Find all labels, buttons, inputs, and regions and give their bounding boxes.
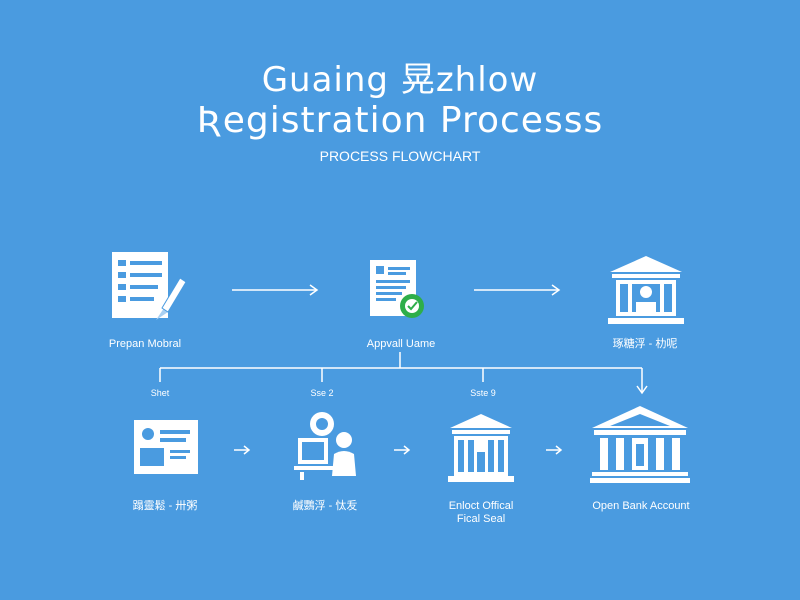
- bank-icon: [590, 406, 690, 483]
- title-line-1: Guaing 晃zhlow: [261, 60, 539, 100]
- node-label-bottom-4: Open Bank Account: [592, 500, 690, 512]
- government-building-icon: [608, 256, 684, 324]
- arrowhead-branch-4: [636, 385, 648, 395]
- title-line-2: Ʀegistration Processs: [196, 100, 604, 141]
- step-label-3: Sste 9: [470, 388, 496, 398]
- subtitle: PROCESS FLOWCHART: [319, 148, 481, 164]
- approval-document-icon: [370, 260, 424, 318]
- official-building-icon: [448, 414, 514, 482]
- arrowhead-top-1-2: [309, 284, 319, 296]
- step-label-1: Shet: [150, 388, 170, 398]
- node-label-bottom-3: Enloct Offical Fical Seal: [448, 500, 514, 525]
- node-label-top-2: Appvall Uame: [366, 338, 436, 350]
- id-card-icon: [134, 420, 198, 474]
- step-label-2: Sse 2: [310, 388, 334, 398]
- node-label-bottom-2: 鹹鸚浮 - 忲叐: [292, 500, 358, 512]
- node-label-top-1: Prepan Mobral: [108, 338, 182, 350]
- node-label-bottom-1: 蹋靈鬆 - 卅粥: [132, 500, 198, 512]
- person-at-computer-icon: [294, 412, 356, 480]
- node-label-top-3: 琢糖浮 - 朸呢: [612, 338, 678, 350]
- arrowhead-top-2-3: [551, 284, 561, 296]
- document-checklist-pen-icon: [112, 252, 187, 320]
